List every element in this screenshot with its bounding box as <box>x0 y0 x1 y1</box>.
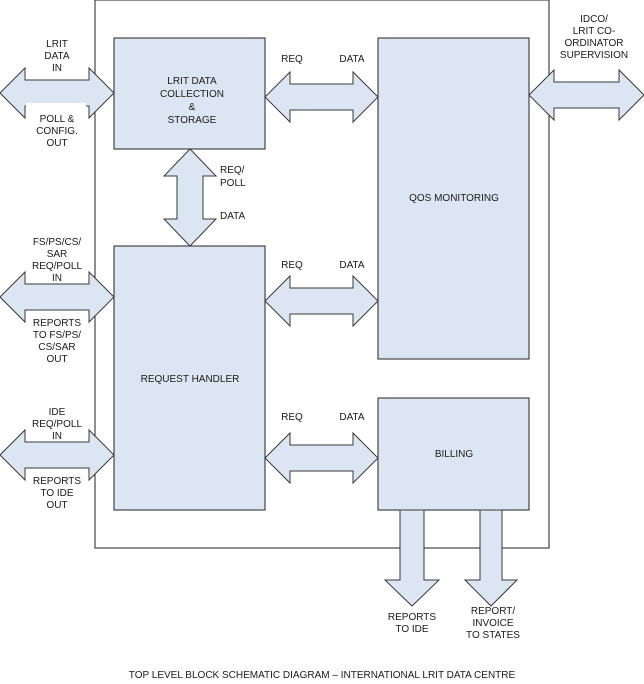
idco-supervision-label-line-1: IDCO/ <box>580 14 608 25</box>
reports-to-fs-out-label-line-1: REPORTS <box>33 318 81 329</box>
qos-monitoring-block <box>377 37 530 360</box>
reports-to-fs-out-label-line-3: CS/SAR <box>38 342 75 353</box>
qos-label: QOS MONITORING <box>409 193 499 204</box>
idco-supervision-label-line-2: LRIT CO- <box>573 26 616 37</box>
reports-to-fs-out-label-line-4: OUT <box>46 354 67 365</box>
lrit-data-in-label-line-2: DATA <box>44 51 70 62</box>
billing-block <box>377 397 530 511</box>
req-label-collection: REQ <box>281 54 303 65</box>
data-vertical-label: DATA <box>220 211 246 222</box>
reports-fs-label-bg <box>26 312 86 370</box>
collection-label-line-4: STORAGE <box>168 115 217 126</box>
lrit-data-collection-block <box>113 37 266 150</box>
handler-billing-double-arrow <box>264 431 379 485</box>
collection-label-line-2: COLLECTION <box>160 89 224 100</box>
reports-to-ide-down-arrow <box>383 509 441 607</box>
fs-input-double-arrow <box>0 270 115 324</box>
data-label-billing: DATA <box>339 412 365 423</box>
fs-req-poll-in-label-line-2: SAR <box>47 249 68 260</box>
data-label-collection: DATA <box>339 54 365 65</box>
req-label-handler-qos: REQ <box>281 260 303 271</box>
report-invoice-output-label-line-2: INVOICE <box>472 618 513 629</box>
fs-req-poll-in-label-line-4: IN <box>52 273 62 284</box>
collection-qos-double-arrow <box>264 70 379 124</box>
ide-input-double-arrow <box>0 428 115 482</box>
poll-config-out-label-line-3: OUT <box>46 138 67 149</box>
ide-req-poll-in-label-line-2: REQ/POLL <box>32 419 82 430</box>
collection-handler-double-arrow <box>162 148 218 247</box>
lrit-data-in-label-line-1: LRIT <box>46 39 68 50</box>
reports-to-ide-out-label-line-1: REPORTS <box>33 476 81 487</box>
ide-req-poll-in-label-line-3: IN <box>52 431 62 442</box>
ide-req-poll-in-label-line-1: IDE <box>49 407 66 418</box>
fs-req-poll-in-label-line-3: REQ/POLL <box>32 261 82 272</box>
fs-req-poll-in-label-line-1: FS/PS/CS/ <box>33 237 82 248</box>
idco-supervision-label-line-3: ORDINATOR <box>564 38 623 49</box>
poll-config-out-label-line-2: CONFIG. <box>36 126 78 137</box>
request-handler-label: REQUEST HANDLER <box>141 374 240 385</box>
reports-ide-label-bg <box>26 470 86 516</box>
idco-supervision-label-line-4: SUPERVISION <box>560 50 628 61</box>
report-invoice-output-label-line-3: TO STATES <box>466 630 520 641</box>
report-invoice-down-arrow <box>463 509 519 607</box>
reports-to-ide-out-label-line-3: OUT <box>46 500 67 511</box>
reports-to-fs-out-label-line-2: TO FS/PS/ <box>33 330 81 341</box>
reports-to-ide-output-label-line-1: REPORTS <box>388 612 436 623</box>
collection-label-line-3: & <box>189 102 196 113</box>
req-label-billing: REQ <box>281 412 303 423</box>
reports-to-ide-out-label-line-2: TO IDE <box>40 488 73 499</box>
data-label-handler-qos: DATA <box>339 260 365 271</box>
diagram-caption: TOP LEVEL BLOCK SCHEMATIC DIAGRAM – INTE… <box>129 670 516 681</box>
idco-double-arrow <box>528 68 644 122</box>
poll-label-bg <box>26 103 86 151</box>
handler-qos-double-arrow <box>264 274 379 328</box>
report-invoice-output-label-line-1: REPORT/ <box>471 606 515 617</box>
request-handler-block <box>113 245 266 511</box>
poll-config-out-label-line-1: POLL & <box>40 114 75 125</box>
req-poll-vertical-label-line-2: POLL <box>220 178 246 189</box>
lrit-data-in-label-line-3: IN <box>52 63 62 74</box>
collection-label-line-1: LRIT DATA <box>167 76 217 87</box>
req-poll-vertical-label-line-1: REQ/ <box>220 165 245 176</box>
billing-label: BILLING <box>435 449 474 460</box>
reports-to-ide-output-label-line-2: TO IDE <box>395 624 428 635</box>
